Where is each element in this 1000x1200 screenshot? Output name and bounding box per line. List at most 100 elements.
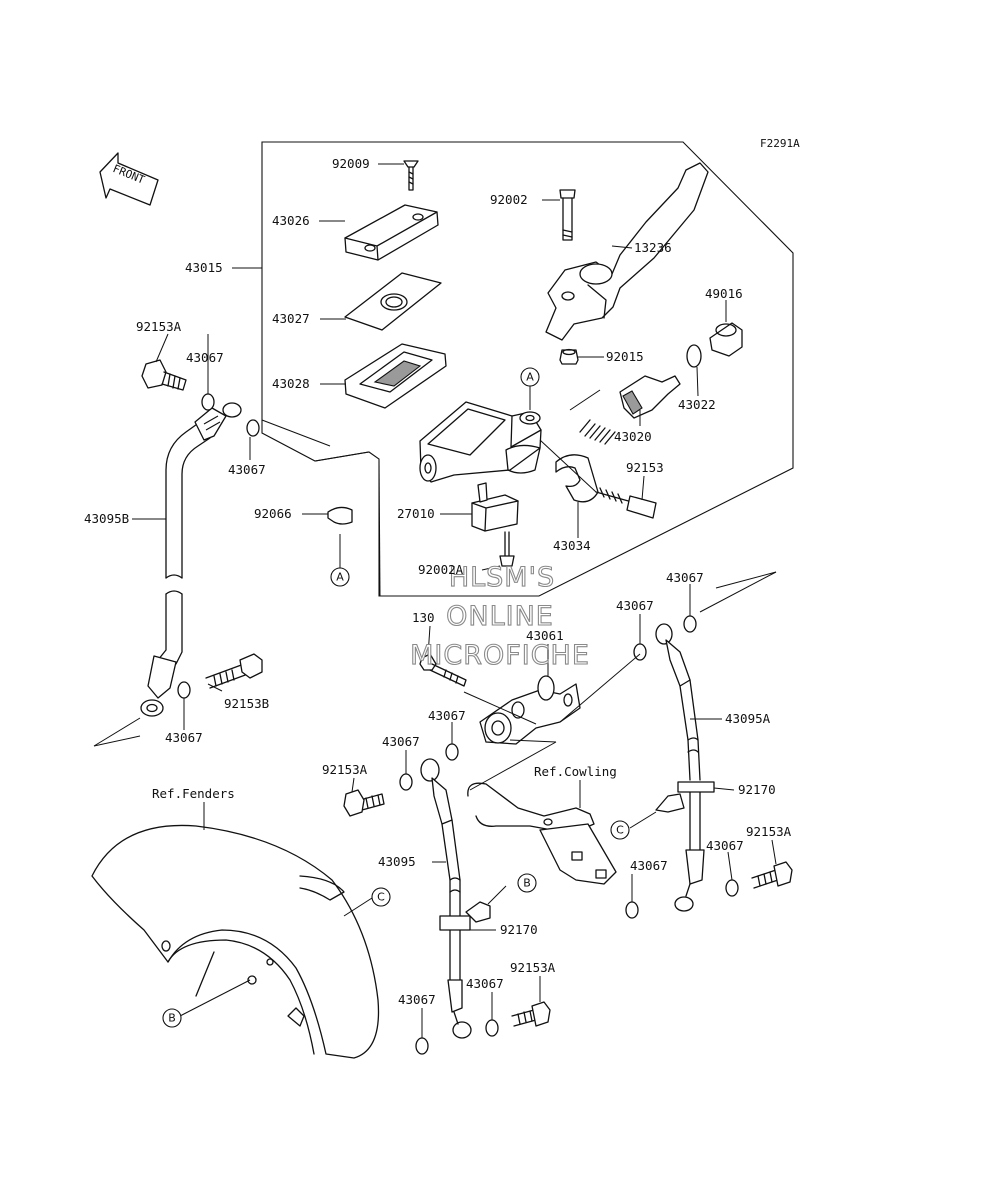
callout-c-fender: C bbox=[371, 887, 391, 907]
snap-ring-43022 bbox=[686, 344, 702, 368]
label-92002: 92002 bbox=[490, 192, 528, 207]
watermark: HLSM'S ONLINE MICROFICHE bbox=[410, 561, 590, 671]
label-43067-h: 43067 bbox=[428, 708, 466, 723]
bolt-130 bbox=[419, 653, 467, 687]
clamp-43034 bbox=[555, 454, 599, 503]
ref-fenders-label: Ref.Fenders bbox=[152, 786, 235, 801]
callout-b-mid: B bbox=[517, 873, 537, 893]
washer-43067-b bbox=[246, 419, 260, 437]
bolt-92153A-mid bbox=[343, 789, 385, 817]
bolt-92153 bbox=[595, 487, 657, 519]
svg-text:C: C bbox=[377, 891, 385, 904]
label-43061: 43061 bbox=[526, 628, 564, 643]
label-43022: 43022 bbox=[678, 397, 716, 412]
label-130: 130 bbox=[412, 610, 435, 625]
diaphragm-plate-43027 bbox=[344, 272, 442, 331]
nut-92015 bbox=[559, 348, 579, 365]
label-92009: 92009 bbox=[332, 156, 370, 171]
label-43067-e: 43067 bbox=[666, 570, 704, 585]
brake-hose-43095 bbox=[420, 758, 472, 1039]
watermark-line2: ONLINE bbox=[446, 601, 554, 632]
joint-43061 bbox=[479, 675, 581, 745]
label-43067-d: 43067 bbox=[616, 598, 654, 613]
callout-b-fender: B bbox=[162, 1008, 182, 1028]
label-43067-f: 43067 bbox=[706, 838, 744, 853]
bolt-92153B bbox=[205, 653, 263, 689]
leader-lines bbox=[93, 163, 777, 1038]
washer-43067-a bbox=[201, 393, 215, 411]
label-43067-a: 43067 bbox=[186, 350, 224, 365]
piston-43020 bbox=[579, 375, 681, 445]
front-fender bbox=[91, 824, 380, 1059]
pivot-bolt-92002 bbox=[559, 189, 576, 241]
label-43034: 43034 bbox=[553, 538, 591, 553]
hose-clamp-92170-right bbox=[655, 781, 715, 813]
svg-text:B: B bbox=[523, 877, 531, 890]
screw-92009 bbox=[403, 160, 419, 191]
label-43028: 43028 bbox=[272, 376, 310, 391]
label-43067-i: 43067 bbox=[382, 734, 420, 749]
bolt-92153A-right bbox=[751, 861, 793, 889]
label-43067-j: 43067 bbox=[398, 992, 436, 1007]
label-92153A-bottom: 92153A bbox=[510, 960, 556, 975]
label-92153: 92153 bbox=[626, 460, 664, 475]
washer-43067-j bbox=[415, 1037, 429, 1055]
reservoir-cap-43026 bbox=[344, 204, 439, 261]
diaphragm-43028 bbox=[344, 343, 447, 409]
label-92066: 92066 bbox=[254, 506, 292, 521]
label-49016: 49016 bbox=[705, 286, 743, 301]
label-43020: 43020 bbox=[614, 429, 652, 444]
label-92015: 92015 bbox=[606, 349, 644, 364]
label-27010: 27010 bbox=[397, 506, 435, 521]
washer-43067-e bbox=[683, 615, 697, 633]
label-92153A-top: 92153A bbox=[136, 319, 182, 334]
label-43067-c: 43067 bbox=[165, 730, 203, 745]
bolt-92153A-top bbox=[141, 359, 187, 391]
label-92170-right: 92170 bbox=[738, 782, 776, 797]
label-43015: 43015 bbox=[185, 260, 223, 275]
label-43067-k: 43067 bbox=[466, 976, 504, 991]
hose-clamp-92170-mid bbox=[439, 901, 491, 931]
master-cylinder-body bbox=[419, 401, 542, 483]
cowling-bracket bbox=[467, 782, 617, 885]
callout-c-right: C bbox=[610, 820, 630, 840]
label-43027: 43027 bbox=[272, 311, 310, 326]
washer-43067-h bbox=[445, 743, 459, 761]
front-arrow-icon: FRONT bbox=[99, 152, 159, 206]
ref-cowling-label: Ref.Cowling bbox=[534, 764, 617, 779]
screw-92002A bbox=[499, 531, 515, 567]
washer-43067-f bbox=[725, 879, 739, 897]
label-43067-b: 43067 bbox=[228, 462, 266, 477]
svg-text:A: A bbox=[526, 371, 534, 384]
label-92002A: 92002A bbox=[418, 562, 464, 577]
frame-joint bbox=[314, 451, 370, 462]
cap-92066 bbox=[327, 506, 353, 525]
callout-a-bottom: A bbox=[330, 567, 350, 587]
switch-27010 bbox=[471, 482, 519, 532]
brake-hose-43095B bbox=[140, 402, 242, 717]
brake-hose-43095A bbox=[655, 623, 705, 912]
label-92170-mid: 92170 bbox=[500, 922, 538, 937]
callout-a-top: A bbox=[520, 367, 540, 387]
label-13236: 13236 bbox=[634, 240, 672, 255]
figure-code: F2291A bbox=[760, 137, 800, 150]
part-labels: 92009 92002 13236 43026 43015 43027 4901… bbox=[84, 156, 792, 1007]
label-43067-g: 43067 bbox=[630, 858, 668, 873]
svg-text:C: C bbox=[616, 824, 624, 837]
washer-43067-g bbox=[625, 901, 639, 919]
svg-text:B: B bbox=[168, 1012, 176, 1025]
watermark-line3: MICROFICHE bbox=[410, 640, 590, 671]
washer-43067-i bbox=[399, 773, 413, 791]
label-92153A-mid: 92153A bbox=[322, 762, 368, 777]
label-43095B: 43095B bbox=[84, 511, 129, 526]
label-92153A-right: 92153A bbox=[746, 824, 792, 839]
washer-43067-k bbox=[485, 1019, 499, 1037]
washer-43067-c bbox=[177, 681, 191, 699]
brake-lever-13236 bbox=[545, 162, 709, 341]
label-92153B: 92153B bbox=[224, 696, 269, 711]
label-43095A: 43095A bbox=[725, 711, 771, 726]
bolt-92153A-bottom bbox=[511, 1001, 551, 1027]
label-43026: 43026 bbox=[272, 213, 310, 228]
boot-49016 bbox=[709, 322, 743, 357]
